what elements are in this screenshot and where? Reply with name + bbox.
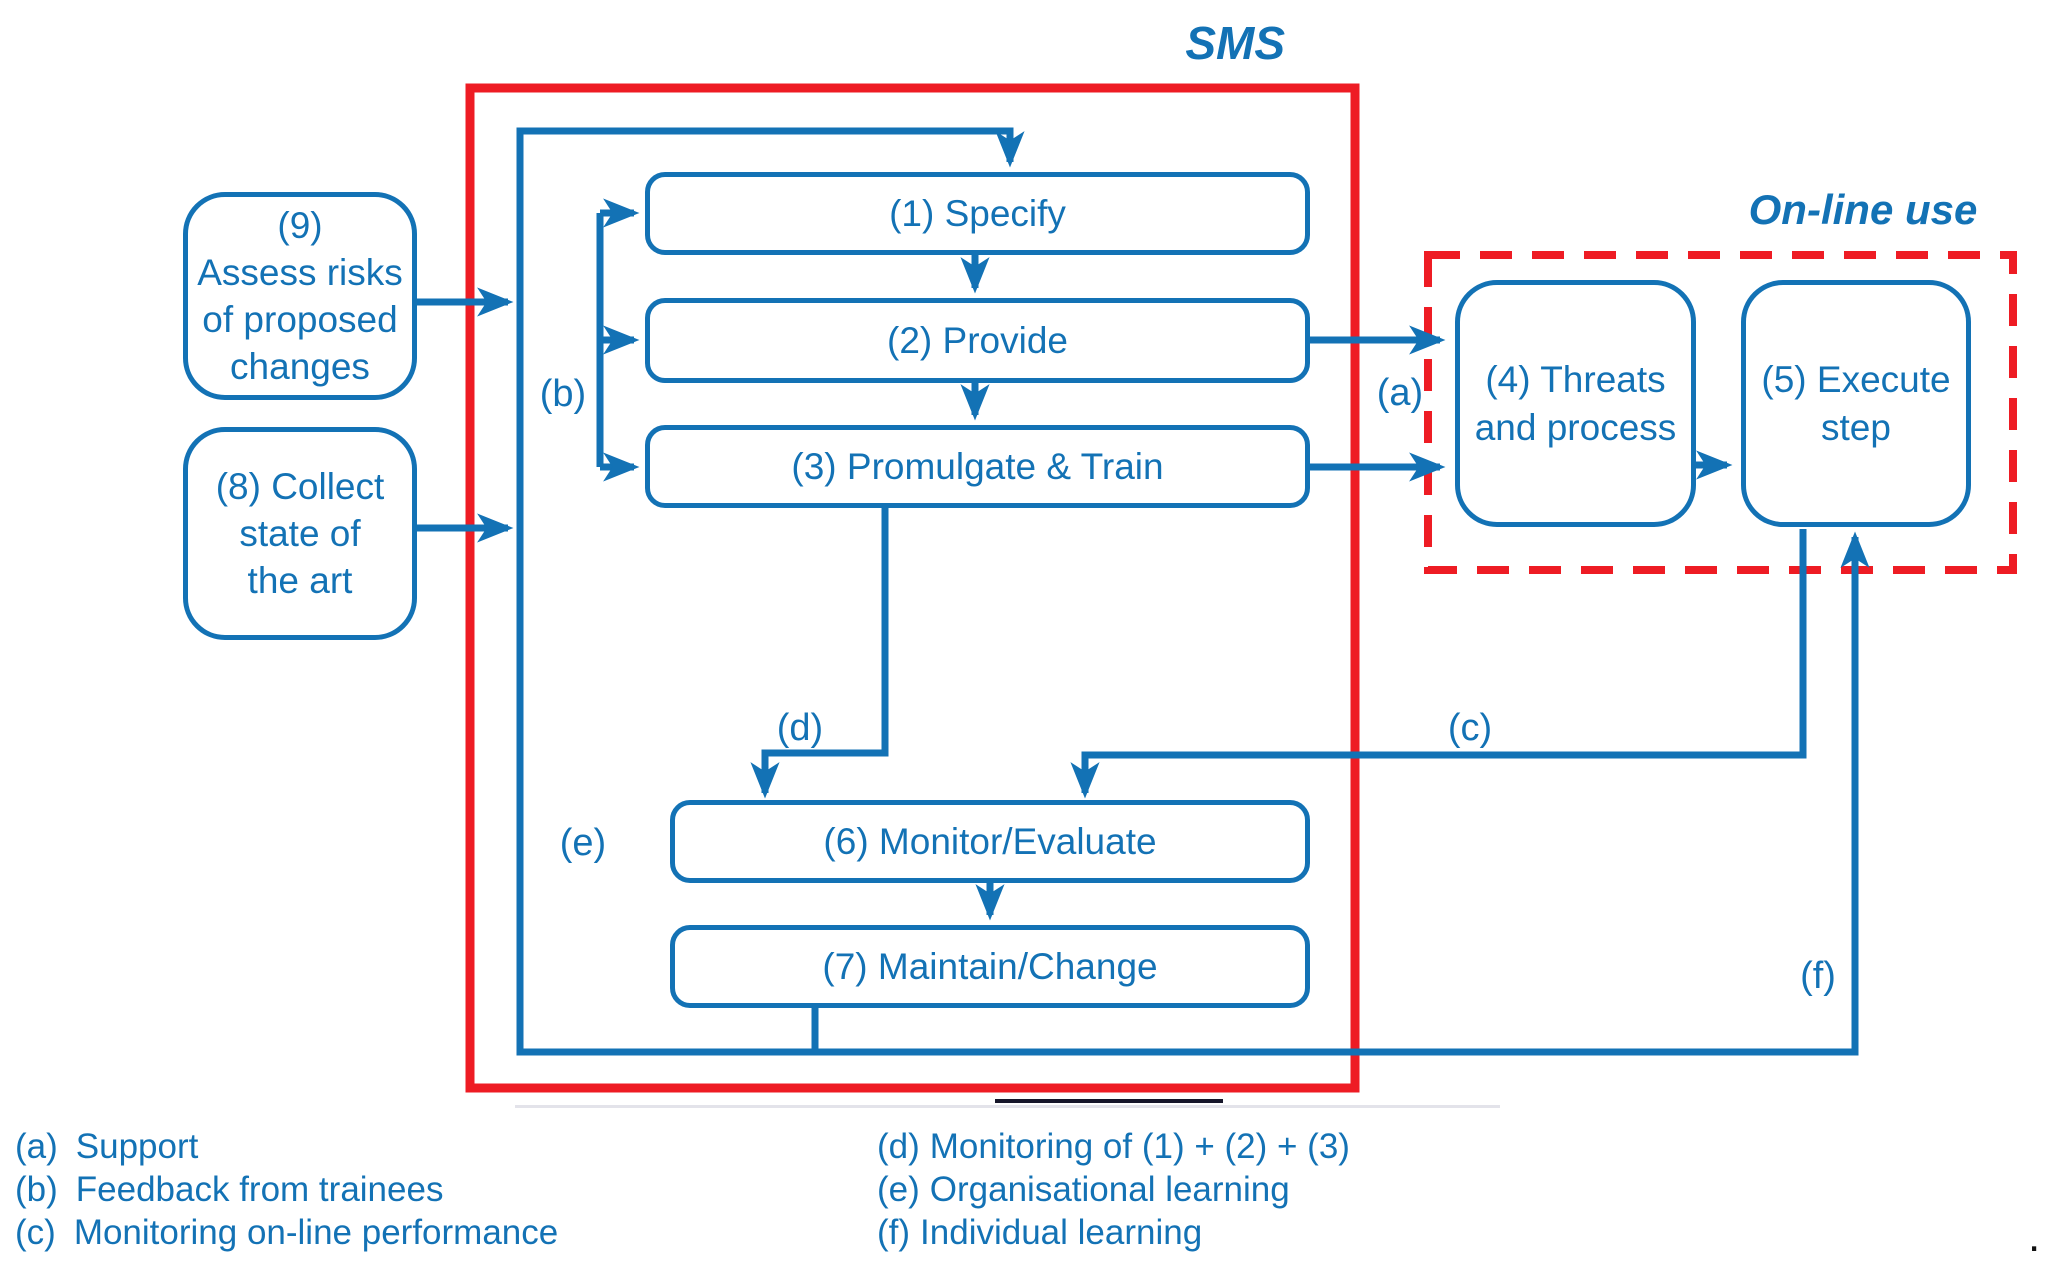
box-9-line: (9) [277, 205, 323, 246]
box-9-line: Assess risks [197, 252, 403, 293]
legend-text: Feedback from trainees [75, 1170, 444, 1209]
box-5-line: step [1821, 406, 1891, 448]
legend-key: (b) [15, 1170, 58, 1209]
box-6-label: (6) Monitor/Evaluate [823, 820, 1157, 862]
box-7-label: (7) Maintain/Change [822, 945, 1158, 987]
legend-text: Organisational learning [929, 1170, 1290, 1209]
box-1-label: (1) Specify [889, 192, 1066, 234]
legend-key: (e) [877, 1170, 920, 1209]
edge-label-a: (a) [1376, 372, 1424, 414]
box-7-maintain-change: (7) Maintain/Change [670, 925, 1310, 1008]
box-8-line: state of [239, 513, 361, 554]
box-2-label: (2) Provide [887, 319, 1068, 361]
box-8-line: (8) Collect [215, 466, 385, 507]
online-use-dashed-frame [1424, 251, 2017, 574]
box-9-line: of proposed [202, 299, 398, 340]
legend-key: (f) [877, 1213, 911, 1252]
figure-crop-line-light [515, 1105, 1500, 1108]
box-9-assess-risks: (9) Assess risks of proposed changes [183, 192, 417, 400]
sms-region-title: SMS [1185, 17, 1285, 69]
legend-text: Individual learning [920, 1213, 1203, 1252]
box-3-promulgate-train: (3) Promulgate & Train [645, 425, 1310, 508]
legend-c-monitoring: (c) Monitoring on-line performance [15, 1213, 558, 1253]
legend-b-feedback: (b) Feedback from trainees [15, 1170, 443, 1210]
edge-d-monitoring-123 [750, 506, 889, 799]
edge-label-e: (e) [559, 822, 607, 864]
edge-e-organisational-loop [516, 127, 1025, 1056]
box-6-monitor-evaluate: (6) Monitor/Evaluate [670, 800, 1310, 883]
box-4-line: (4) Threats [1485, 358, 1666, 400]
legend-d-monitoring-123: (d)Monitoring of (1) + (2) + (3) [877, 1127, 1350, 1167]
legend-key: (a) [15, 1127, 58, 1166]
footnote-period: . [2028, 1212, 2041, 1261]
online-use-region-title: On-line use [1748, 186, 1978, 233]
figure-crop-line-dark [995, 1099, 1223, 1103]
edge-label-b: (b) [539, 373, 587, 415]
legend-text: Monitoring on-line performance [73, 1213, 559, 1252]
box-5-execute-step: (5) Execute step [1741, 280, 1971, 527]
legend-text: Monitoring of (1) + (2) + (3) [929, 1127, 1350, 1166]
box-8-line: the art [247, 560, 353, 601]
sms-boundary-frame [465, 83, 1360, 1093]
box-4-line: and process [1474, 406, 1677, 448]
box-9-line: changes [230, 346, 370, 387]
edge-label-c: (c) [1447, 707, 1493, 749]
legend-key: (c) [15, 1213, 56, 1252]
edge-f-individual-learning [815, 531, 1870, 1056]
legend-text: Support [75, 1127, 199, 1166]
legend-f-individual: (f) Individual learning [877, 1213, 1202, 1253]
legend-e-organisational: (e)Organisational learning [877, 1170, 1290, 1210]
box-1-specify: (1) Specify [645, 172, 1310, 255]
box-8-collect-state-of-art: (8) Collect state of the art [183, 427, 417, 640]
box-4-threats-and-process: (4) Threats and process [1455, 280, 1696, 527]
box-2-provide: (2) Provide [645, 298, 1310, 383]
edge-label-f: (f) [1800, 955, 1836, 997]
box-5-line: (5) Execute [1761, 358, 1951, 400]
legend-key: (d) [877, 1127, 920, 1166]
box-3-label: (3) Promulgate & Train [791, 445, 1164, 487]
edge-c-monitoring-online [1070, 529, 1807, 799]
legend-a-support: (a) Support [15, 1127, 198, 1167]
edge-label-d: (d) [776, 707, 824, 749]
